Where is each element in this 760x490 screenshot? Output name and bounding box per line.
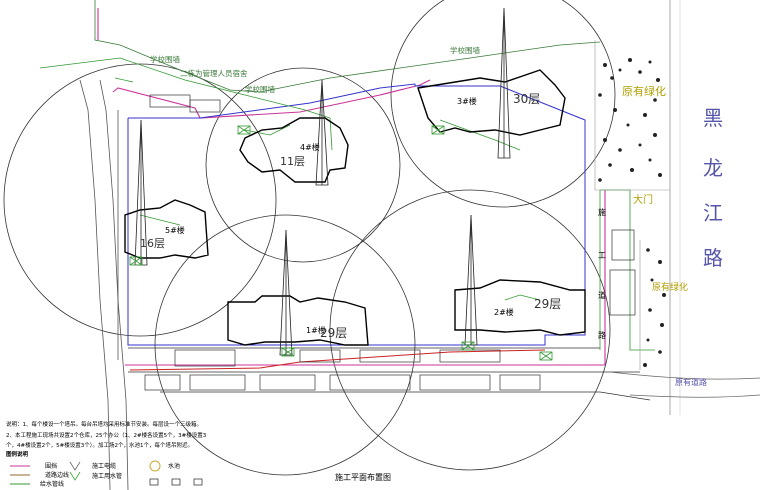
road-char-3: 江: [703, 201, 723, 225]
legend-title: 图例说明: [6, 450, 29, 458]
fence-label-1: 学校围墙: [150, 54, 180, 64]
legend-label-pipe: 施工用水管: [92, 472, 122, 480]
crane-radius-circles: [3, 0, 616, 476]
legend-label-fence: 围挡: [45, 462, 57, 470]
legend-label-road: 道路边线: [45, 471, 69, 479]
road-char-4: 路: [703, 246, 723, 270]
building-4-floors: 11层: [280, 155, 305, 168]
building-4-name: 4#楼: [300, 142, 320, 152]
side-road-char-1: 施: [598, 207, 606, 217]
building-4: [239, 117, 349, 183]
crane-circle-b2: [329, 189, 611, 471]
notes-block: 说明：1、每个楼设一个塔吊。每台吊塔均采用标准节安装。每层设一个三级箱。 2、本…: [6, 420, 207, 458]
green-label-top: 原有绿化: [622, 84, 666, 98]
temporary-facilities: [144, 94, 636, 391]
building-1: [227, 295, 369, 346]
equipment-boxes: [129, 125, 553, 361]
left-access-road: [79, 79, 129, 490]
legend-swatch-power: [69, 461, 81, 471]
note-line-1: 说明：1、每个楼设一个塔吊。每台吊塔均采用标准节安装。每层设一个三级箱。: [6, 420, 202, 428]
fence-label-2: 学校围墙: [245, 84, 275, 94]
power-cable: [129, 349, 546, 371]
crane-circle-b3: [390, 0, 616, 208]
green-label-bottom: 原有绿化: [652, 281, 688, 293]
fence-label-3: 学校围墙: [450, 45, 480, 55]
side-road-char-2: 工: [598, 251, 606, 260]
bottom-road: [128, 347, 760, 401]
legend-box-b: [171, 478, 181, 486]
building-2-floors: 29层: [534, 297, 561, 311]
crane-b2: [464, 214, 478, 346]
building-5-floors: 16层: [140, 237, 165, 250]
legend-swatch-well: [149, 460, 161, 472]
legend-label-power: 施工电缆: [92, 462, 116, 470]
building-5-name: 5#楼: [165, 225, 185, 235]
green-label-top-text: 原有绿化: [622, 84, 666, 98]
drawing-title: 施工平面布置图: [335, 472, 391, 482]
legend-label-water: 给水管线: [40, 480, 64, 488]
building-3: [417, 69, 566, 136]
labels: 学校围墙 二栋为管理人员宿舍 学校围墙 学校围墙 4#楼 11层 3#楼 30层…: [140, 45, 723, 387]
tower-cranes: [134, 7, 511, 356]
crane-b4: [315, 79, 329, 186]
green-area-bottom: [643, 248, 666, 367]
note-line-2: 2、本工程施工现场共设置2个仓库，25个办公（1、2#楼各设置5个，3#楼设置3: [6, 431, 207, 439]
dorm-label: 二栋为管理人员宿舍: [180, 68, 248, 78]
crane-circle-b4: [205, 67, 401, 263]
crane-b3: [497, 7, 511, 159]
road-char-2: 龙: [703, 156, 723, 180]
note-line-3: 个，4#楼设置2个，5#楼设置3个）。加工场2个，水池1个，每个塔吊附近。: [6, 441, 193, 449]
green-area-border: [594, 40, 670, 370]
side-road-char-3: 道: [598, 290, 606, 300]
building-1-name: 1#楼: [306, 325, 326, 335]
crane-circle-b5: [3, 63, 277, 337]
site-fence: [97, 8, 606, 366]
school-wall: [94, 0, 601, 93]
legend-box-a: [149, 478, 159, 486]
road-char-1: 黑: [703, 106, 723, 130]
legend: 围挡 道路边线 给水管线 施工电缆 施工用水管 水池: [10, 460, 203, 488]
legend-label-well: 水池: [168, 462, 180, 470]
bottom-road-label: 原有道路: [675, 377, 707, 387]
building-3-name: 3#楼: [457, 96, 477, 106]
side-road-char-4: 路: [598, 330, 606, 340]
building-1-floors: 29层: [320, 326, 347, 340]
legend-swatch-pipe: [69, 471, 81, 481]
gate-label: 大门: [633, 193, 653, 206]
building-2: [454, 279, 586, 336]
legend-box-c: [193, 478, 203, 486]
heilongjiang-road-edges: [669, 0, 681, 415]
building-2-name: 2#楼: [494, 307, 514, 317]
building-3-floors: 30层: [513, 92, 540, 106]
crane-b1: [279, 229, 293, 356]
green-area-top: [598, 58, 662, 182]
site-boundary: [127, 83, 586, 346]
